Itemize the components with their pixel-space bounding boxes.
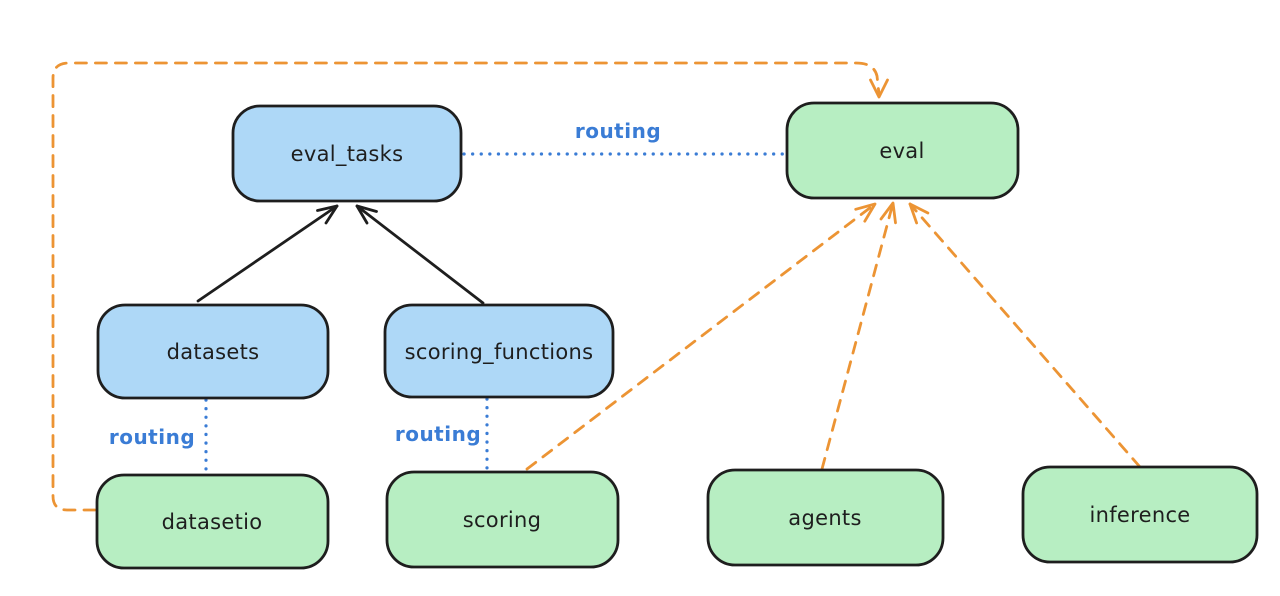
node-inference: inference	[1021, 465, 1259, 564]
node-scoring-functions: scoring_functions	[383, 303, 615, 399]
node-eval: eval	[785, 101, 1020, 200]
node-label-eval: eval	[879, 139, 924, 163]
node-eval-tasks: eval_tasks	[231, 104, 463, 203]
node-agents: agents	[706, 468, 945, 567]
node-datasets: datasets	[96, 303, 330, 400]
node-label-datasetio: datasetio	[162, 510, 263, 534]
node-label-datasets: datasets	[167, 340, 260, 364]
node-datasetio: datasetio	[95, 473, 330, 570]
edge-datasets-to-eval-tasks-arrow	[196, 204, 339, 303]
routing-label-eval-tasks-eval: routing	[575, 119, 661, 143]
routing-label-datasets-datasetio: routing	[109, 425, 195, 449]
node-label-inference: inference	[1089, 503, 1190, 527]
node-label-scoring-functions: scoring_functions	[405, 340, 594, 365]
routing-label-scoring-functions-scoring: routing	[395, 422, 481, 446]
node-scoring: scoring	[385, 470, 620, 569]
edge-inference-to-eval-arrow	[908, 202, 1142, 469]
node-label-scoring: scoring	[463, 508, 542, 532]
node-label-agents: agents	[788, 506, 861, 530]
edge-agents-to-eval-arrow	[820, 201, 897, 471]
edge-scoring-to-eval-arrow	[525, 202, 877, 471]
edge-scoring-functions-to-eval-tasks-arrow	[355, 204, 485, 305]
edge-datasetio-to-eval-arrow	[51, 61, 889, 512]
node-label-eval-tasks: eval_tasks	[291, 142, 404, 167]
